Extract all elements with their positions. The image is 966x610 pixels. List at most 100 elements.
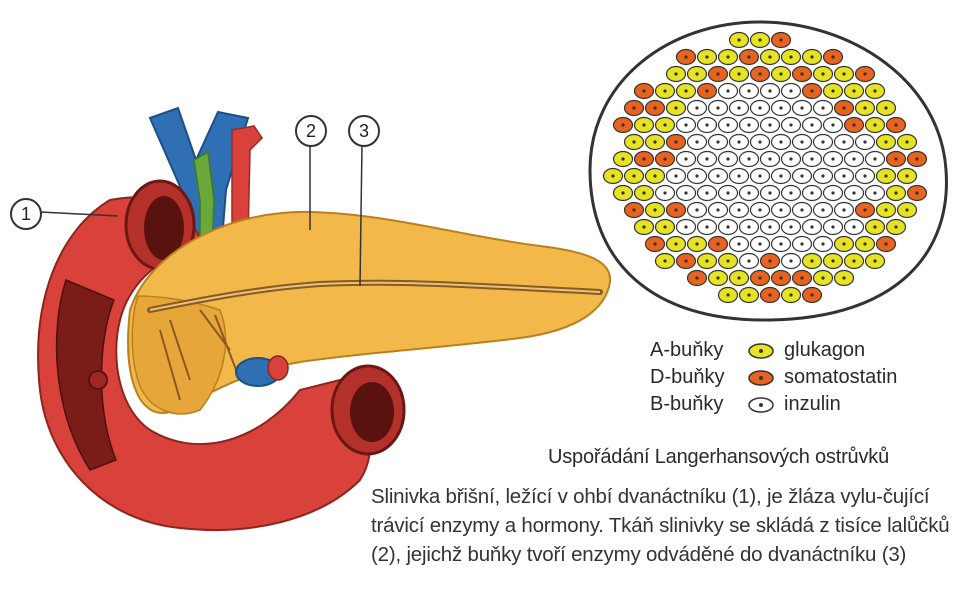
islet-cell-nucleus — [863, 242, 866, 245]
islet-cell-nucleus — [684, 157, 687, 160]
legend-cell-label: A-buňky — [650, 337, 742, 364]
islet-cell-nucleus — [684, 55, 687, 58]
islet-cell-nucleus — [726, 259, 729, 262]
islet-cell-nucleus — [737, 106, 740, 109]
islet-cell-nucleus — [674, 140, 677, 143]
islet-cell-nucleus — [894, 123, 897, 126]
islet-cell-nucleus — [663, 225, 666, 228]
callout-2: 2 — [295, 115, 327, 147]
islet-cell-nucleus — [873, 259, 876, 262]
islet-cell-nucleus — [695, 140, 698, 143]
islet-cell-nucleus — [821, 72, 824, 75]
callout-3: 3 — [348, 115, 380, 147]
islet-cell-nucleus — [800, 276, 803, 279]
legend-hormone-label: inzulin — [784, 391, 841, 418]
d-cell-icon — [746, 368, 776, 388]
duodenum-lumen-bottom — [350, 382, 394, 442]
islet-cell-nucleus — [779, 106, 782, 109]
b-cell-icon — [746, 395, 776, 415]
islet-cell-nucleus — [768, 55, 771, 58]
islet-cell-nucleus — [737, 38, 740, 41]
islet-cell-nucleus — [789, 123, 792, 126]
callout-1: 1 — [10, 198, 42, 230]
islet-cell-nucleus — [915, 191, 918, 194]
islet-cell-nucleus — [852, 123, 855, 126]
islet-cell-nucleus — [768, 157, 771, 160]
islet-cell-nucleus — [863, 72, 866, 75]
islet-cell-nucleus — [632, 174, 635, 177]
islet-cell-nucleus — [905, 174, 908, 177]
islet-cell-nucleus — [852, 225, 855, 228]
islet-cell-nucleus — [779, 276, 782, 279]
legend-cell-label: D-buňky — [650, 364, 742, 391]
islet-cell-nucleus — [810, 89, 813, 92]
islet-cell-nucleus — [873, 191, 876, 194]
islet-cell-nucleus — [758, 242, 761, 245]
islet-cell-nucleus — [905, 140, 908, 143]
langerhans-islet — [590, 22, 946, 320]
a-cell-icon — [746, 341, 776, 361]
islet-cell-nucleus — [726, 225, 729, 228]
islet-cell-nucleus — [831, 89, 834, 92]
islet-cell-nucleus — [695, 106, 698, 109]
islet-cell-nucleus — [737, 140, 740, 143]
islet-cell-nucleus — [789, 191, 792, 194]
islet-cell-nucleus — [663, 123, 666, 126]
islet-cell-nucleus — [747, 157, 750, 160]
legend-hormone-label: glukagon — [784, 337, 865, 364]
legend-row-d-cells: D-buňky somatostatin — [650, 364, 897, 391]
islet-cell-nucleus — [779, 38, 782, 41]
papilla — [89, 371, 107, 389]
artery-section — [268, 356, 288, 380]
islet-cell-nucleus — [821, 140, 824, 143]
islet-cell-nucleus — [695, 276, 698, 279]
islet-cell-nucleus — [737, 242, 740, 245]
islet-cell-nucleus — [726, 55, 729, 58]
islet-cell-nucleus — [758, 72, 761, 75]
islet-cell-nucleus — [915, 157, 918, 160]
islet-cell-nucleus — [716, 242, 719, 245]
islet-cell-nucleus — [768, 89, 771, 92]
islet-cell-nucleus — [758, 174, 761, 177]
islet-cell-nucleus — [632, 106, 635, 109]
islet-cell-nucleus — [663, 157, 666, 160]
islet-cell-nucleus — [663, 259, 666, 262]
islet-cell-nucleus — [695, 174, 698, 177]
islet-cell-nucleus — [705, 191, 708, 194]
islet-cell-nucleus — [705, 123, 708, 126]
islet-cell-nucleus — [621, 157, 624, 160]
islet-cell-nucleus — [810, 55, 813, 58]
islet-cell-nucleus — [821, 174, 824, 177]
islet-cell-nucleus — [663, 89, 666, 92]
islet-cell-nucleus — [831, 123, 834, 126]
islet-cell-nucleus — [653, 140, 656, 143]
islet-cell-nucleus — [674, 208, 677, 211]
islet-cell-nucleus — [894, 157, 897, 160]
islet-cell-nucleus — [863, 208, 866, 211]
islet-cell-nucleus — [810, 293, 813, 296]
islet-cell-nucleus — [642, 157, 645, 160]
islet-cell-nucleus — [779, 72, 782, 75]
islet-cell-nucleus — [642, 123, 645, 126]
islet-cell-nucleus — [758, 38, 761, 41]
islet-cell-nucleus — [821, 106, 824, 109]
islet-cell-nucleus — [695, 208, 698, 211]
islet-cell-nucleus — [831, 55, 834, 58]
islet-cell-nucleus — [716, 106, 719, 109]
islet-cell-nucleus — [863, 140, 866, 143]
islet-cell-nucleus — [789, 89, 792, 92]
islet-cell-nucleus — [726, 89, 729, 92]
islet-cell-nucleus — [747, 89, 750, 92]
islet-cell-nucleus — [810, 191, 813, 194]
islet-cell-nucleus — [632, 208, 635, 211]
islet-cell-nucleus — [842, 106, 845, 109]
islet-cell-nucleus — [810, 157, 813, 160]
islet-cell-nucleus — [852, 259, 855, 262]
islet-cell-nucleus — [831, 225, 834, 228]
islet-cell-nucleus — [621, 123, 624, 126]
islet-cell-nucleus — [674, 174, 677, 177]
islet-cell-nucleus — [716, 276, 719, 279]
islet-cell-nucleus — [737, 72, 740, 75]
islet-cell-nucleus — [894, 191, 897, 194]
islet-cell-nucleus — [884, 242, 887, 245]
